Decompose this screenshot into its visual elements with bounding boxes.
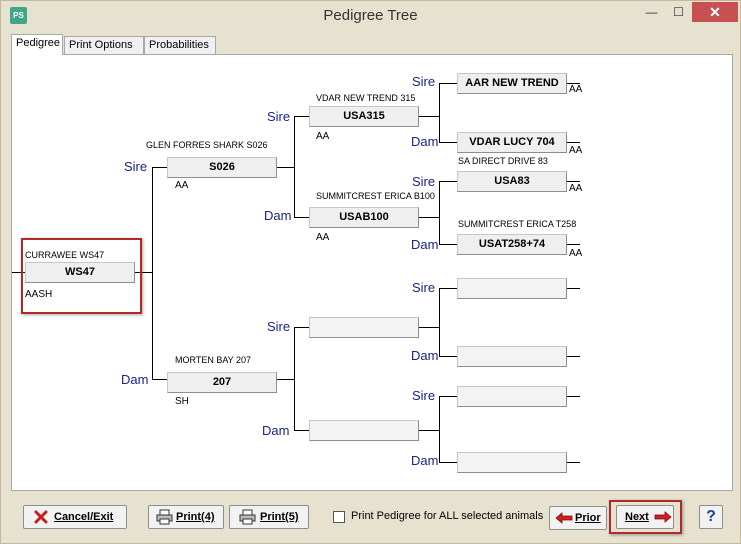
tab-probabilities[interactable]: Probabilities <box>144 36 216 54</box>
pedigree-panel: CURRAWEE WS47 WS47 AASH Sire GLEN FORRES… <box>11 54 733 491</box>
sire-name: GLEN FORRES SHARK S026 <box>146 140 268 150</box>
app-icon[interactable]: PS <box>10 7 27 24</box>
title-bar: PS Pedigree Tree — ☐ ✕ <box>1 1 740 32</box>
pedigree-tree: CURRAWEE WS47 WS47 AASH Sire GLEN FORRES… <box>12 55 734 492</box>
footer-bar: Cancel/Exit Print(4) Print(5) Print Pedi… <box>11 495 733 541</box>
dam-sire-box[interactable] <box>309 317 419 338</box>
sd-sire-label: Sire <box>412 174 436 189</box>
next-button[interactable]: Next <box>616 505 674 529</box>
dam-tag: SH <box>175 396 189 407</box>
window-title: Pedigree Tree <box>323 7 418 24</box>
sire-dam-name: SUMMITCREST ERICA B100 <box>316 191 435 201</box>
dd-dam-box[interactable] <box>457 452 567 473</box>
sire-sire-label: Sire <box>267 109 291 124</box>
sire-box[interactable]: S026 <box>167 157 277 178</box>
sire-sire-tag: AA <box>316 131 330 142</box>
cancel-exit-label: Cancel/Exit <box>54 511 114 523</box>
print-all-label: Print Pedigree for ALL selected animals <box>351 510 544 522</box>
sire-dam-label: Dam <box>264 208 292 223</box>
next-label: Next <box>625 511 649 523</box>
next-button-highlight <box>609 500 682 534</box>
help-button[interactable]: ? <box>699 505 723 529</box>
prior-button[interactable]: Prior <box>549 506 607 530</box>
cancel-exit-button[interactable]: Cancel/Exit <box>23 505 127 529</box>
dam-name: MORTEN BAY 207 <box>175 355 252 365</box>
red-right-arrow-icon <box>654 511 672 523</box>
ss-dam-box[interactable]: VDAR LUCY 704 <box>457 132 567 153</box>
subject-box[interactable]: WS47 <box>25 262 135 283</box>
sd-dam-box[interactable]: USAT258+74 <box>457 234 567 255</box>
dam-label: Dam <box>121 372 149 387</box>
sd-dam-label: Dam <box>411 237 439 252</box>
prior-label: Prior <box>575 512 601 524</box>
print5-button[interactable]: Print(5) <box>229 505 309 529</box>
printer-icon <box>156 509 173 525</box>
ss-dam-label: Dam <box>411 134 439 149</box>
ds-sire-box[interactable] <box>457 278 567 299</box>
dam-dam-box[interactable] <box>309 420 419 441</box>
subject-tag: AASH <box>25 289 53 300</box>
sire-sire-name: VDAR NEW TREND 315 <box>316 93 416 103</box>
printer-icon <box>239 509 256 525</box>
sd-dam-tag: AA <box>569 248 583 259</box>
question-mark-icon: ? <box>706 508 716 525</box>
pedigree-connector-lines <box>12 83 580 463</box>
sire-label: Sire <box>124 159 148 174</box>
close-button[interactable]: ✕ <box>692 2 738 22</box>
tab-print-options[interactable]: Print Options <box>64 36 144 54</box>
print4-label: Print(4) <box>176 511 215 523</box>
ds-dam-label: Dam <box>411 348 439 363</box>
dam-sire-label: Sire <box>267 319 291 334</box>
sd-dam-name: SUMMITCREST ERICA T258 <box>458 219 577 229</box>
print4-button[interactable]: Print(4) <box>148 505 224 529</box>
ss-sire-box[interactable]: AAR NEW TREND <box>457 73 567 94</box>
dam-box[interactable]: 207 <box>167 372 277 393</box>
sd-sire-box[interactable]: USA83 <box>457 171 567 192</box>
print-all-checkbox[interactable] <box>333 511 345 523</box>
ss-sire-tag: AA <box>569 84 583 95</box>
ss-sire-label: Sire <box>412 74 436 89</box>
red-x-icon <box>34 510 48 524</box>
dd-sire-label: Sire <box>412 388 436 403</box>
sd-sire-tag: AA <box>569 183 583 194</box>
sd-sire-name: SA DIRECT DRIVE 83 <box>458 156 548 166</box>
red-left-arrow-icon <box>555 512 573 524</box>
subject-name: CURRAWEE WS47 <box>25 250 105 260</box>
print5-label: Print(5) <box>260 511 299 523</box>
dd-sire-box[interactable] <box>457 386 567 407</box>
maximize-button[interactable]: ☐ <box>673 5 684 19</box>
dam-dam-label: Dam <box>262 423 290 438</box>
subject-highlight <box>21 238 142 314</box>
ss-dam-tag: AA <box>569 145 583 156</box>
tab-pedigree[interactable]: Pedigree <box>11 34 63 55</box>
ds-sire-label: Sire <box>412 280 436 295</box>
ds-dam-box[interactable] <box>457 346 567 367</box>
sire-dam-box[interactable]: USAB100 <box>309 207 419 228</box>
sire-sire-box[interactable]: USA315 <box>309 106 419 127</box>
dd-dam-label: Dam <box>411 453 439 468</box>
sire-tag: AA <box>175 180 189 191</box>
sire-dam-tag: AA <box>316 232 330 243</box>
minimize-button[interactable]: — <box>645 5 658 19</box>
